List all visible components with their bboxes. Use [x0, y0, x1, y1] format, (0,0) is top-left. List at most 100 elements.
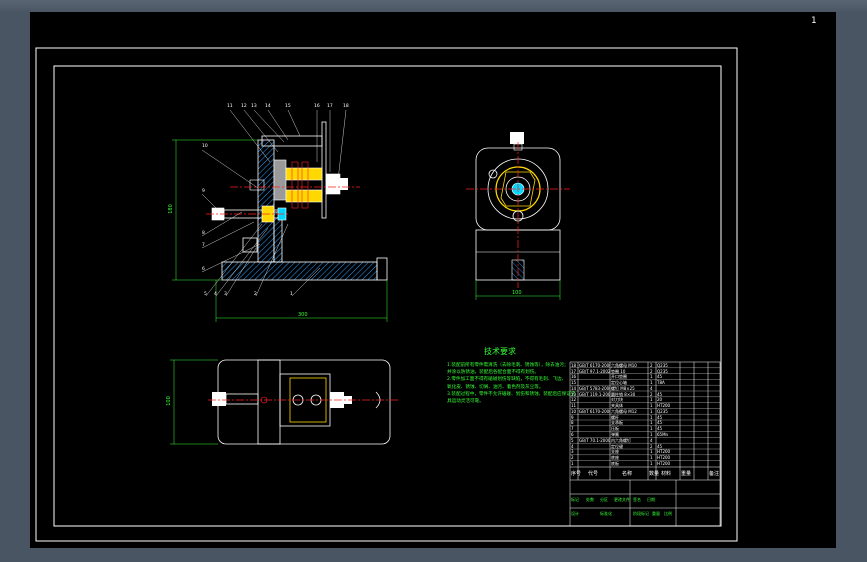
drawing-canvas [35, 47, 738, 542]
balloon-top: 15 [285, 104, 291, 109]
part-name: 支承板 [611, 420, 623, 425]
part-qty: 1 [650, 409, 653, 414]
part-name: 内六角螺钉 [611, 438, 631, 443]
part-material: 45 [657, 392, 663, 397]
part-qty: 1 [650, 403, 653, 408]
part-name: 垫圈 10 [611, 369, 626, 374]
label-standard: 标准化 [600, 511, 612, 516]
header-no: 序号 [571, 471, 582, 477]
front-width-dimension: 300 [298, 312, 308, 318]
tech-line: 1.装配前所有零件需清洗（去除毛刺、锈蚀等），除去油污； [447, 363, 569, 368]
part-material: Q235 [657, 409, 668, 414]
balloon-bottom: 3 [224, 292, 227, 297]
balloon-top: 17 [327, 104, 333, 109]
part-no: 12 [571, 397, 577, 402]
part-qty: 2 [650, 444, 653, 449]
part-no: 4 [571, 444, 574, 449]
part-code: GB/T 70.1-2000 [579, 438, 610, 443]
balloon-top: 13 [251, 104, 257, 109]
top-view [170, 359, 400, 445]
part-material: 45 [657, 415, 663, 420]
part-material: Q235 [657, 363, 668, 368]
balloon-top: 11 [227, 104, 233, 109]
part-material: 45 [657, 420, 663, 425]
part-name: 底板 [611, 461, 619, 466]
inner-border [53, 65, 722, 527]
sheet-corner-mark: 1 [811, 16, 817, 26]
part-name: 压板 [611, 426, 619, 431]
label-design: 设计 [571, 511, 579, 516]
part-qty: 2 [650, 392, 653, 397]
label-mark: 标记 [571, 497, 579, 502]
part-material: T8A [657, 380, 665, 385]
tech-line: 并涂以防锈油，装配后各配合面不得有划伤。 [447, 370, 539, 376]
title-block-row-lines [570, 367, 720, 461]
part-qty: 4 [650, 438, 653, 443]
part-no: 13 [571, 392, 577, 397]
balloon-bottom: 5 [204, 292, 207, 297]
part-no: 9 [571, 415, 574, 420]
part-code: GB/T 6170-2000 [579, 409, 610, 414]
title-block-grid [569, 361, 721, 527]
header-name: 名称 [622, 471, 633, 477]
part-code: GB/T 5783-2000 [579, 386, 610, 391]
label-count: 处数 [586, 497, 594, 502]
header-material: 材料 [661, 471, 672, 477]
part-qty: 1 [650, 397, 653, 402]
balloon-top: 12 [241, 104, 247, 109]
part-no: 17 [571, 369, 577, 374]
part-name: 六角螺母 M12 [611, 409, 637, 414]
tech-line: 2.零件加工面不得有磕碰划伤等缺陷，不得有毛刺、飞边、 [447, 377, 567, 383]
part-no: 5 [571, 438, 574, 443]
part-no: 18 [571, 363, 577, 368]
part-no: 2 [571, 455, 574, 460]
front-view [172, 109, 388, 322]
label-date: 日期 [647, 497, 655, 502]
part-name: 支座 [611, 449, 619, 454]
part-qty: 1 [650, 449, 653, 454]
part-no: 16 [571, 374, 577, 379]
balloon-top: 18 [343, 104, 349, 109]
part-qty: 2 [650, 369, 653, 374]
label-stage: 阶段标记 [633, 511, 649, 516]
part-name: 螺钉 M8×25 [611, 386, 635, 391]
label-change-doc: 更改文件号 [614, 497, 630, 502]
part-qty: 1 [650, 426, 653, 431]
part-material: 45 [657, 444, 663, 449]
balloon-bottom: 1 [290, 292, 293, 297]
technical-requirements-title: 技术要求 [484, 347, 516, 356]
front-height-dimension: 180 [167, 204, 174, 214]
part-no: 8 [571, 420, 574, 425]
part-qty: 4 [650, 386, 653, 391]
part-material: HT200 [657, 461, 671, 466]
tech-line: 3.装配过程中，零件不允许磕碰、划伤和锈蚀，装配后应保证夹 [447, 391, 576, 397]
part-material: 45 [657, 374, 663, 379]
balloon-top: 16 [314, 104, 320, 109]
part-no: 14 [571, 386, 577, 391]
part-material: Q235 [657, 369, 668, 374]
part-no: 15 [571, 380, 577, 385]
part-name: 夹具体 [611, 403, 623, 408]
outer-border [35, 47, 738, 542]
part-name: 开口垫圈 [611, 374, 627, 379]
part-qty: 1 [650, 374, 653, 379]
part-no: 1 [571, 461, 574, 466]
part-material: 65Mn [657, 432, 669, 437]
label-weight: 重量 [652, 511, 660, 516]
drawing-sheet: 1 [30, 12, 836, 548]
balloon-left: 7 [202, 243, 205, 248]
part-no: 3 [571, 449, 574, 454]
part-qty: 2 [650, 363, 653, 368]
tech-line: 具运动灵活可靠。 [447, 399, 484, 405]
part-material: HT200 [657, 403, 671, 408]
tech-line: 氧化皮、锈蚀、切屑、油污、着色剂及灰尘等。 [447, 384, 544, 390]
part-qty: 1 [650, 461, 653, 466]
balloon-left: 9 [202, 189, 205, 194]
balloon-top: 14 [265, 104, 271, 109]
label-zone: 分区 [600, 497, 608, 502]
label-scale: 比例 [664, 511, 672, 516]
balloon-left: 6 [202, 267, 205, 272]
balloon-left: 10 [202, 144, 208, 149]
part-qty: 1 [650, 380, 653, 385]
label-signature: 签名 [633, 497, 641, 502]
